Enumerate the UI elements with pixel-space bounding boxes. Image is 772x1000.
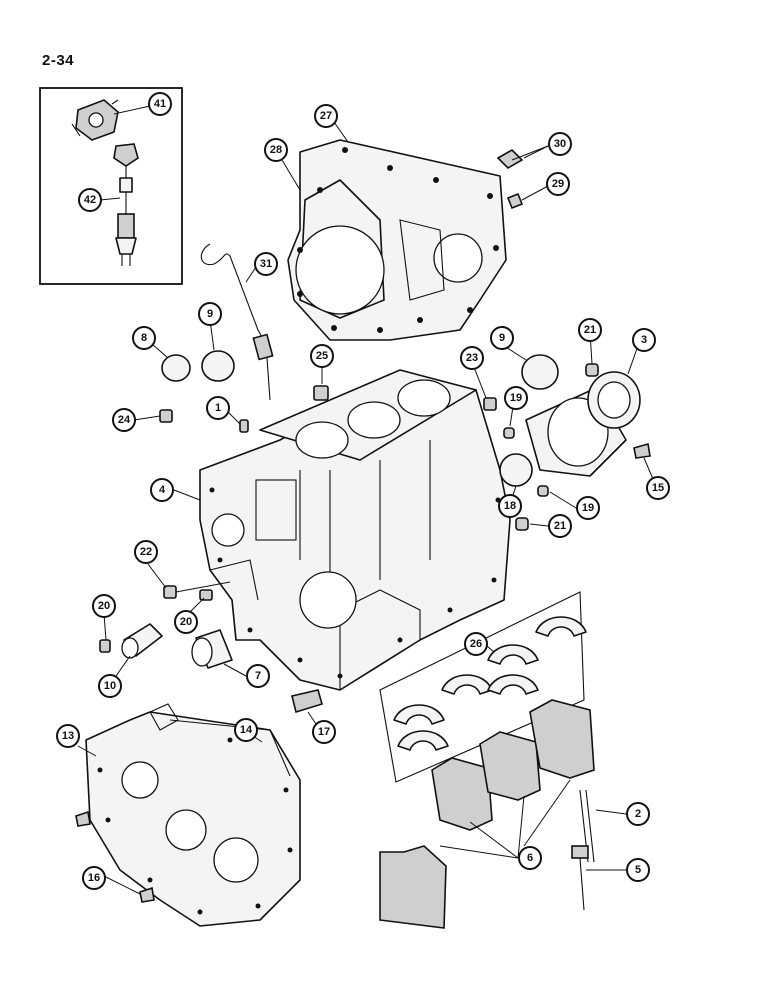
callout-9: 9: [198, 302, 222, 326]
callout-label: 17: [318, 726, 330, 738]
callout-9: 9: [490, 326, 514, 350]
callout-label: 19: [582, 502, 594, 514]
callout-21: 21: [548, 514, 572, 538]
callout-2: 2: [626, 802, 650, 826]
callout-label: 4: [159, 484, 166, 496]
callout-label: 19: [510, 392, 522, 404]
callout-label: 23: [466, 352, 478, 364]
callout-label: 24: [118, 414, 131, 426]
callout-20: 20: [92, 594, 116, 618]
callout-label: 10: [104, 680, 116, 692]
dipstick: [200, 243, 274, 401]
callout-label: 27: [320, 110, 332, 122]
inset-box: [39, 87, 183, 285]
callout-28: 28: [264, 138, 288, 162]
callout-13: 13: [56, 724, 80, 748]
callout-14: 14: [234, 718, 258, 742]
callout-label: 18: [504, 500, 516, 512]
callout-15: 15: [646, 476, 670, 500]
callout-label: 41: [154, 98, 166, 110]
callout-25: 25: [310, 344, 334, 368]
callout-label: 8: [141, 332, 147, 344]
callout-24: 24: [112, 408, 136, 432]
callout-10: 10: [98, 674, 122, 698]
callout-label: 14: [240, 724, 253, 736]
callout-label: 42: [84, 194, 96, 206]
callout-label: 25: [316, 350, 328, 362]
callout-label: 20: [180, 616, 192, 628]
main-bearing-set: [379, 591, 587, 783]
timing-gear-cover: [75, 703, 301, 927]
callout-label: 20: [98, 600, 110, 612]
callout-1: 1: [206, 396, 230, 420]
callout-label: 9: [499, 332, 505, 344]
callout-label: 2: [635, 808, 641, 820]
callout-label: 21: [554, 520, 566, 532]
callout-41: 41: [148, 92, 172, 116]
cylinder-block: [199, 369, 511, 691]
callout-label: 21: [584, 324, 596, 336]
callout-label: 28: [270, 144, 282, 156]
rear-seal-retainer: [499, 363, 651, 531]
flywheel-housing-plate: [287, 139, 507, 341]
callout-label: 29: [552, 178, 564, 190]
callout-42: 42: [78, 188, 102, 212]
callout-22: 22: [134, 540, 158, 564]
callout-label: 3: [641, 334, 647, 346]
callout-18: 18: [498, 494, 522, 518]
callout-label: 5: [635, 864, 641, 876]
callout-label: 6: [527, 852, 533, 864]
callout-label: 13: [62, 730, 74, 742]
callout-19: 19: [504, 386, 528, 410]
callout-19: 19: [576, 496, 600, 520]
expansion-plugs: [159, 350, 559, 433]
callout-8: 8: [132, 326, 156, 350]
callout-label: 22: [140, 546, 152, 558]
callout-label: 9: [207, 308, 213, 320]
callout-27: 27: [314, 104, 338, 128]
callout-23: 23: [460, 346, 484, 370]
callout-6: 6: [518, 846, 542, 870]
callout-5: 5: [626, 858, 650, 882]
callout-29: 29: [546, 172, 570, 196]
callout-label: 16: [88, 872, 100, 884]
callout-20: 20: [174, 610, 198, 634]
callout-16: 16: [82, 866, 106, 890]
callout-30: 30: [548, 132, 572, 156]
callout-26: 26: [464, 632, 488, 656]
callout-3: 3: [632, 328, 656, 352]
callout-label: 15: [652, 482, 664, 494]
callout-31: 31: [254, 252, 278, 276]
small-hardware: [99, 581, 323, 714]
callout-21: 21: [578, 318, 602, 342]
bolt-and-plug: [496, 145, 549, 210]
callout-label: 7: [255, 670, 261, 682]
main-bearing-caps: [379, 699, 595, 929]
callout-4: 4: [150, 478, 174, 502]
callout-7: 7: [246, 664, 270, 688]
callout-label: 26: [470, 638, 482, 650]
callout-label: 30: [554, 138, 566, 150]
callout-17: 17: [312, 720, 336, 744]
callout-label: 1: [215, 402, 221, 414]
page-number: 2-34: [42, 52, 75, 69]
callout-label: 31: [260, 258, 272, 270]
